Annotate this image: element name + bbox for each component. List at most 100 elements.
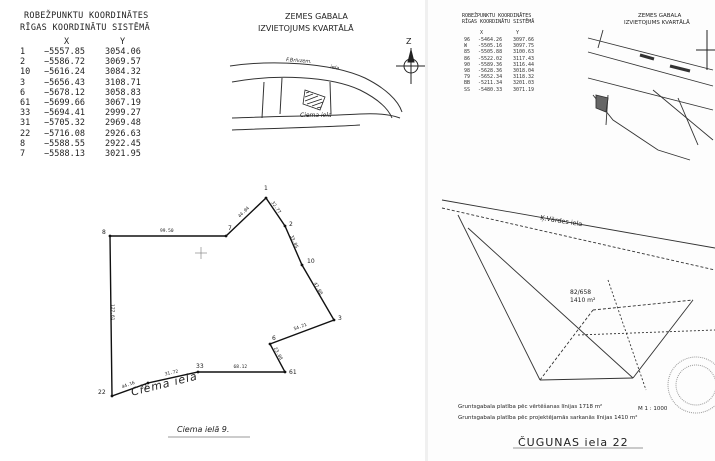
coord-y: 3058.83 xyxy=(105,87,141,98)
coord-x: −5588.13 xyxy=(44,149,85,159)
point-id: BB xyxy=(464,80,471,87)
point-id: 61 xyxy=(20,98,31,108)
point-id: W xyxy=(464,43,468,50)
column-header-y: Y xyxy=(120,37,126,47)
point-id: 31 xyxy=(20,118,31,129)
location-subtitle: IZVIETOJUMS KVARTĀLĀ xyxy=(258,24,354,33)
point-id: 79 xyxy=(464,74,471,81)
boundary-point-label: 3 xyxy=(338,315,342,322)
coord-y: 3100.63 xyxy=(513,49,535,56)
coord-y: 2922.45 xyxy=(105,138,141,149)
coord-x: -5211.34 xyxy=(478,80,503,87)
boundary-point-label: 31 xyxy=(140,384,148,391)
point-id: 98 xyxy=(464,68,471,74)
coord-y: 3069.57 xyxy=(105,57,141,68)
table-title: ROBEŽPUNKTU KOORDINĀTES xyxy=(462,13,532,19)
coord-y: 3021.95 xyxy=(105,149,141,159)
boundary-point-marker xyxy=(268,342,272,346)
survey-drawing-right xyxy=(441,29,715,449)
coord-y: 3054.06 xyxy=(105,47,141,57)
coord-x: −5557.85 xyxy=(44,47,85,57)
table-title: ROBEŽPUNKTU KOORDINĀTES xyxy=(24,11,149,21)
coord-x: -5464.26 xyxy=(478,37,503,43)
boundary-point-label: 8 xyxy=(102,229,106,236)
boundary-point-label: 7 xyxy=(228,225,232,232)
location-title: ZEMES GABALA xyxy=(285,12,348,21)
point-id: 33 xyxy=(20,108,31,119)
point-id: 96 xyxy=(464,37,471,43)
boundary-point-marker xyxy=(110,394,114,398)
point-id: 1 xyxy=(20,47,26,57)
column-header-y: Y xyxy=(516,30,520,36)
point-id: 85 xyxy=(464,49,471,56)
point-id: SS xyxy=(464,86,471,93)
edge-length-label: 99.50 xyxy=(160,229,174,234)
stamp-seal-icon xyxy=(667,356,715,414)
parcel-number: 82/658 xyxy=(570,289,592,296)
coord-y: 2999.27 xyxy=(105,108,141,119)
boundary-point-label: 22 xyxy=(98,389,106,396)
survey-drawing xyxy=(108,48,425,438)
street-label-lower: Ciema iela xyxy=(300,112,332,119)
point-id: 22 xyxy=(20,128,31,139)
point-id: 90 xyxy=(464,61,471,68)
boundary-point-marker xyxy=(224,234,228,238)
coord-y: 3067.19 xyxy=(105,98,141,108)
parcel-plan-right xyxy=(441,199,715,391)
boundary-point-label: 61 xyxy=(289,369,297,376)
coord-x: -5628.36 xyxy=(478,68,503,74)
point-id: 6 xyxy=(20,87,26,98)
coord-x: −5694.41 xyxy=(44,108,85,119)
column-header-x: X xyxy=(64,37,70,47)
coord-y: 3118.32 xyxy=(513,74,535,81)
area-note-2: Gruntsgabala platība pēc projektējamās s… xyxy=(458,415,638,421)
coord-y: 2969.48 xyxy=(105,118,141,129)
center-cross-icon xyxy=(195,247,207,259)
point-id: 86 xyxy=(464,55,471,62)
boundary-point-label: 2 xyxy=(289,221,293,228)
column-header-x: X xyxy=(480,30,484,36)
boundary-point-label: 6 xyxy=(272,335,276,342)
coord-y: 2926.63 xyxy=(105,128,141,139)
north-arrow-icon xyxy=(696,30,715,70)
coord-y: 3116.44 xyxy=(513,61,535,68)
table-subtitle: RĪGAS KOORDINĀTU SISTĒMĀ xyxy=(462,19,535,25)
parcel-plan xyxy=(108,196,336,398)
coord-y: 3201.03 xyxy=(513,80,535,87)
coord-x: -5522.02 xyxy=(478,55,503,62)
location-title: ZEMES GABALA xyxy=(638,13,682,19)
parcel-area: 1410 m² xyxy=(570,297,596,304)
north-label: Z xyxy=(406,37,412,46)
location-subtitle: IZVIETOJUMS KVARTĀLĀ xyxy=(624,20,690,26)
coord-x: −5588.55 xyxy=(44,138,85,149)
coord-x: −5656.43 xyxy=(44,77,85,88)
boundary-point-marker xyxy=(264,196,268,200)
coord-x: −5616.24 xyxy=(44,67,85,78)
edge-length-label: 68.12 xyxy=(233,365,248,370)
point-id: 3 xyxy=(20,77,26,88)
north-arrow-icon xyxy=(396,48,425,84)
location-sketch xyxy=(229,62,403,131)
boundary-point-marker xyxy=(332,318,336,322)
address-caption: ČUGUNAS iela 22 xyxy=(518,436,629,449)
location-sketch xyxy=(587,29,714,161)
boundary-point-label: 10 xyxy=(307,258,315,265)
coord-y: 3018.04 xyxy=(513,68,535,74)
boundary-point-label: 33 xyxy=(196,363,204,370)
coord-y: 3097.75 xyxy=(513,43,535,50)
scale-label: M 1 : 1000 xyxy=(638,406,668,412)
table-subtitle: RĪGAS KOORDINĀTU SISTĒMĀ xyxy=(20,23,151,33)
hatched-parcel xyxy=(302,89,326,111)
point-id: 10 xyxy=(20,67,31,78)
coord-x: −5699.66 xyxy=(44,98,85,108)
plan-caption: Ciema ielā 9. xyxy=(177,425,230,434)
coord-y: 3071.19 xyxy=(513,86,535,93)
coord-x: −5678.12 xyxy=(44,87,85,98)
coord-x: -5480.33 xyxy=(478,86,503,93)
coord-y: 3084.32 xyxy=(105,67,141,78)
coord-y: 3108.71 xyxy=(105,77,141,88)
point-id: 8 xyxy=(20,138,26,149)
coord-y: 3097.66 xyxy=(513,37,535,43)
point-id: 2 xyxy=(20,57,26,68)
boundary-point-marker xyxy=(283,370,287,374)
